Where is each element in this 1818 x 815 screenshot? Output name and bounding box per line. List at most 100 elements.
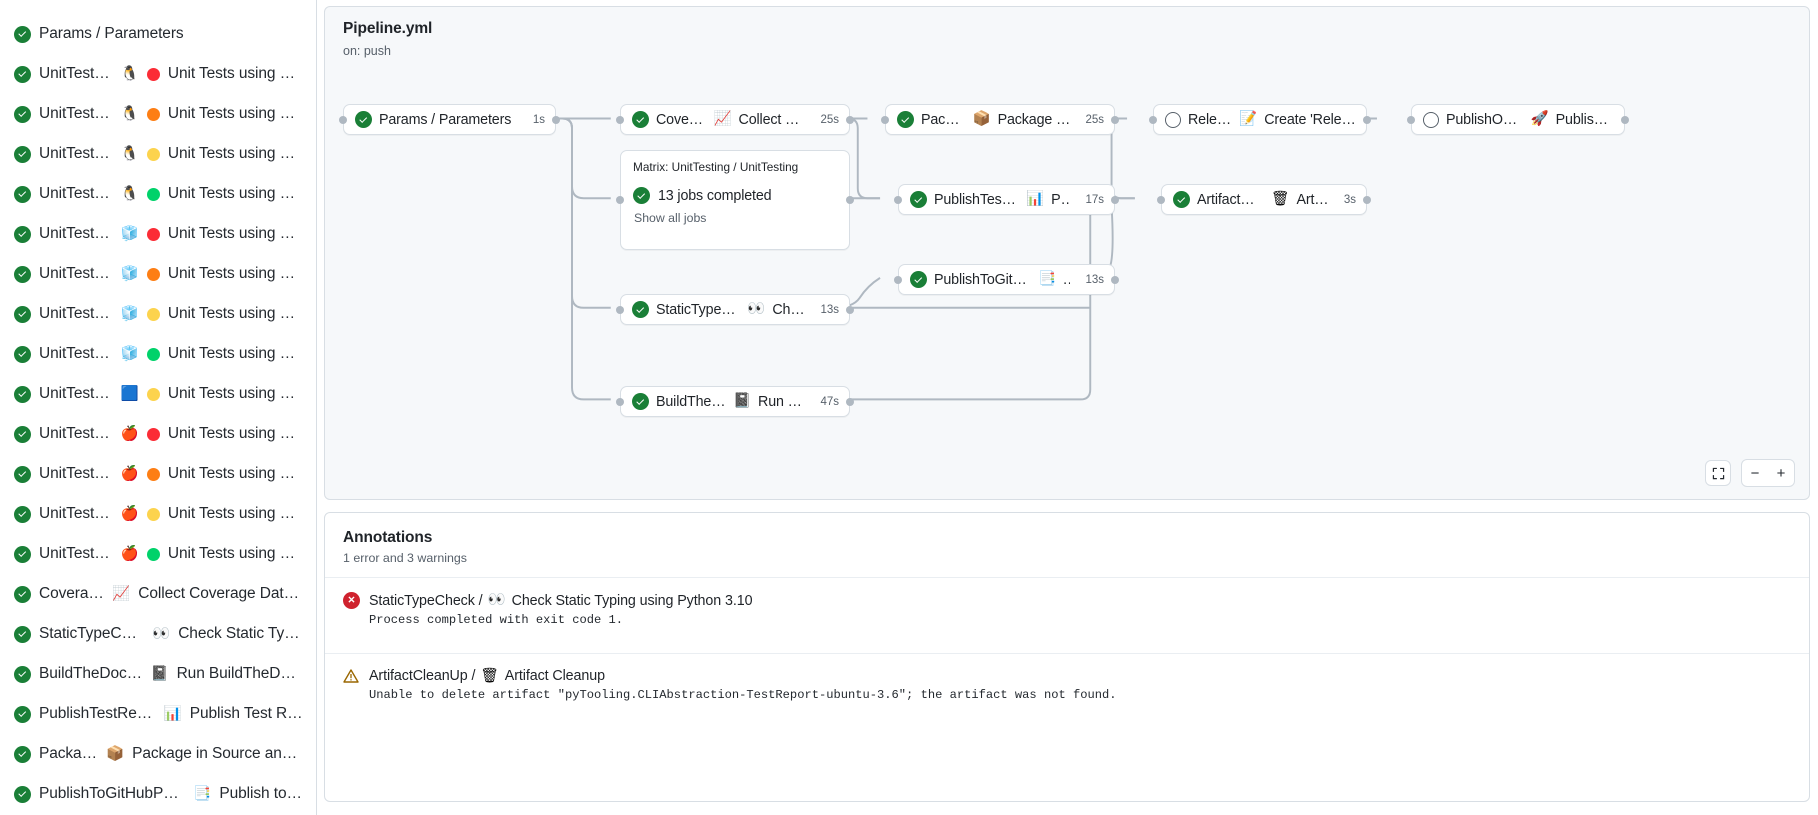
sidebar-job-item[interactable]: UnitTesting / 🍎Unit Tests using Pyth... bbox=[4, 414, 312, 454]
sidebar-job-item[interactable]: UnitTesting / 🍎Unit Tests using Pyth... bbox=[4, 534, 312, 574]
sidebar-job-label: UnitTesting / bbox=[39, 65, 113, 82]
job-platform-emoji-icon: 👀 bbox=[152, 625, 171, 642]
main-content: Pipeline.yml on: push bbox=[317, 0, 1818, 815]
job-platform-emoji-icon: 📑 bbox=[193, 785, 212, 802]
job-status-icon bbox=[14, 185, 31, 203]
job-status-icon bbox=[14, 585, 31, 603]
sidebar-job-item[interactable]: Params / Parameters bbox=[4, 14, 312, 54]
sidebar-job-item[interactable]: Package / 📦Package in Source and Wh... bbox=[4, 734, 312, 774]
node-label: Package / bbox=[921, 111, 966, 128]
job-platform-emoji-icon: 🐧 bbox=[120, 145, 139, 162]
job-platform-emoji-icon: 🍎 bbox=[120, 505, 139, 522]
job-status-icon bbox=[14, 225, 31, 243]
sidebar-job-item[interactable]: UnitTesting / 🐧Unit Tests using Pyth... bbox=[4, 54, 312, 94]
sidebar-job-item[interactable]: UnitTesting / 🧊Unit Tests using Pyth... bbox=[4, 214, 312, 254]
zoom-button-group: − + bbox=[1741, 459, 1795, 487]
job-status-icon bbox=[14, 625, 31, 643]
sidebar-job-label-tail: Unit Tests using Pyth... bbox=[167, 185, 304, 202]
job-status-icon bbox=[14, 345, 31, 363]
node-status-icon bbox=[1173, 191, 1190, 208]
node-status-icon bbox=[632, 393, 649, 410]
sidebar-job-label-tail: Publish to G... bbox=[219, 785, 304, 802]
node-emoji-icon: 👀 bbox=[747, 301, 766, 318]
annotation-error-icon bbox=[343, 592, 360, 609]
sidebar-job-label: UnitTesting / bbox=[39, 505, 113, 522]
sidebar-job-label: Package / bbox=[39, 745, 99, 762]
graph-node-ptr[interactable]: PublishTestResults / 📊Pu...17s bbox=[894, 184, 1119, 215]
node-port-right bbox=[552, 115, 560, 124]
node-port-left bbox=[894, 275, 902, 284]
annotations-card: Annotations 1 error and 3 warnings Stati… bbox=[324, 512, 1810, 802]
sidebar-job-label-tail: Unit Tests using Pyth... bbox=[167, 225, 304, 242]
node-status-icon bbox=[910, 191, 927, 208]
graph-node-pypi[interactable]: PublishOnPyPI / 🚀 Publish to ... bbox=[1407, 104, 1629, 135]
graph-node-btd[interactable]: BuildTheDocs / 📓Run Buil...47s bbox=[616, 386, 854, 417]
sidebar-job-label: UnitTesting / bbox=[39, 225, 113, 242]
job-status-icon bbox=[14, 305, 31, 323]
sidebar-job-label: UnitTesting / bbox=[39, 185, 113, 202]
node-port-right bbox=[846, 305, 854, 314]
sidebar-job-item[interactable]: UnitTesting / 🍎Unit Tests using Pyth... bbox=[4, 494, 312, 534]
graph-node-pghp[interactable]: PublishToGitHubPages / 📑...13s bbox=[894, 264, 1119, 295]
node-label: PublishToGitHubPages / bbox=[934, 271, 1031, 288]
sidebar-job-item[interactable]: UnitTesting / 🧊Unit Tests using Pyth... bbox=[4, 294, 312, 334]
graph-node-coverage[interactable]: Coverage / 📈Collect Cove...25s bbox=[616, 104, 854, 135]
sidebar-job-item[interactable]: Coverage / 📈Collect Coverage Data usi... bbox=[4, 574, 312, 614]
node-label-tail: Artifac... bbox=[1296, 191, 1329, 208]
sidebar-job-label: UnitTesting / bbox=[39, 545, 113, 562]
node-duration: 3s bbox=[1343, 193, 1356, 206]
sidebar-job-item[interactable]: PublishTestResults / 📊Publish Test Resu.… bbox=[4, 694, 312, 734]
node-port-left bbox=[1157, 195, 1165, 204]
job-platform-emoji-icon: 🍎 bbox=[120, 425, 139, 442]
sidebar-job-label: UnitTesting / bbox=[39, 345, 113, 362]
sidebar-job-label-tail: Collect Coverage Data usi... bbox=[138, 585, 304, 602]
sidebar-job-item[interactable]: BuildTheDocs / 📓Run BuildTheDocs bbox=[4, 654, 312, 694]
zoom-out-button[interactable]: − bbox=[1750, 464, 1760, 482]
node-duration: 25s bbox=[820, 113, 839, 126]
job-status-icon bbox=[14, 265, 31, 283]
node-label-tail: Pu... bbox=[1051, 191, 1070, 208]
node-port-right bbox=[1363, 195, 1371, 204]
sidebar-job-item[interactable]: UnitTesting / 🐧Unit Tests using Pyth... bbox=[4, 134, 312, 174]
sidebar-job-item[interactable]: UnitTesting / 🟦Unit Tests using Pyth... bbox=[4, 374, 312, 414]
node-label: PublishOnPyPI / bbox=[1446, 111, 1524, 128]
node-emoji-icon: 📝 bbox=[1239, 111, 1258, 128]
job-variant-dot-icon bbox=[146, 187, 160, 201]
job-status-icon bbox=[14, 425, 31, 443]
node-emoji-icon: 🚀 bbox=[1530, 111, 1549, 128]
job-platform-emoji-icon: 🍎 bbox=[120, 465, 139, 482]
node-label-tail: Chec... bbox=[772, 301, 806, 318]
sidebar-job-item[interactable]: UnitTesting / 🧊Unit Tests using Pyth... bbox=[4, 334, 312, 374]
job-platform-emoji-icon: 📊 bbox=[163, 705, 182, 722]
sidebar-job-label: UnitTesting / bbox=[39, 265, 113, 282]
zoom-in-button[interactable]: + bbox=[1776, 464, 1786, 482]
job-variant-dot-icon bbox=[146, 147, 160, 161]
node-label-tail: Publish to ... bbox=[1555, 111, 1614, 128]
node-label: PublishTestResults / bbox=[934, 191, 1019, 208]
node-emoji-icon: 📊 bbox=[1026, 191, 1045, 208]
show-all-jobs-link[interactable]: Show all jobs bbox=[634, 211, 707, 225]
node-port-right bbox=[1363, 115, 1371, 124]
job-variant-dot-icon bbox=[146, 347, 160, 361]
sidebar-job-item[interactable]: UnitTesting / 🐧Unit Tests using Pyth... bbox=[4, 174, 312, 214]
sidebar-job-item[interactable]: UnitTesting / 🍎Unit Tests using Pyth... bbox=[4, 454, 312, 494]
matrix-job-count: 13 jobs completed bbox=[658, 187, 772, 204]
graph-node-stc[interactable]: StaticTypeCheck / 👀Chec...13s bbox=[616, 294, 854, 325]
graph-node-acu[interactable]: ArtifactCleanUp / 🗑Artifac...3s bbox=[1157, 184, 1371, 215]
job-variant-dot-icon bbox=[146, 267, 160, 281]
sidebar-job-label: PublishTestResults / bbox=[39, 705, 156, 722]
graph-node-release[interactable]: Release / 📝Create 'Release P... bbox=[1149, 104, 1371, 135]
job-status-icon bbox=[14, 545, 31, 563]
job-variant-dot-icon bbox=[146, 227, 160, 241]
sidebar-job-item[interactable]: StaticTypeCheck / 👀Check Static Typing..… bbox=[4, 614, 312, 654]
sidebar-job-item[interactable]: UnitTesting / 🧊Unit Tests using Pyth... bbox=[4, 254, 312, 294]
node-port-left bbox=[616, 305, 624, 314]
fit-to-screen-icon[interactable] bbox=[1705, 460, 1731, 486]
sidebar-job-label: UnitTesting / bbox=[39, 425, 113, 442]
sidebar-job-item[interactable]: UnitTesting / 🐧Unit Tests using Pyth... bbox=[4, 94, 312, 134]
graph-node-package[interactable]: Package / 📦Package in So...25s bbox=[881, 104, 1119, 135]
sidebar-job-item[interactable]: PublishToGitHubPages / 📑Publish to G... bbox=[4, 774, 312, 814]
job-platform-emoji-icon: 🧊 bbox=[120, 345, 139, 362]
